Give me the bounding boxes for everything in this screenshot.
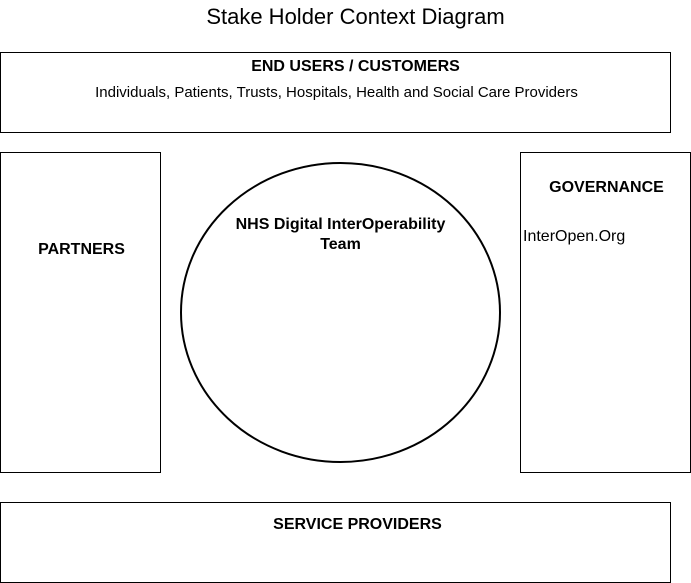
team-circle	[180, 162, 501, 463]
end-users-heading: END USERS / CUSTOMERS	[251, 58, 460, 75]
team-label-line1: NHS Digital InterOperability	[235, 216, 446, 233]
team-label: NHS Digital InterOperability Team	[200, 215, 481, 255]
governance-heading: GOVERNANCE	[549, 179, 664, 196]
end-users-members: Individuals, Patients, Trusts, Hospitals…	[95, 84, 578, 101]
end-users-box: END USERS / CUSTOMERS Individuals, Patie…	[0, 52, 671, 133]
diagram-title: Stake Holder Context Diagram	[206, 4, 505, 29]
service-providers-box: SERVICE PROVIDERS	[0, 502, 671, 583]
service-providers-heading: SERVICE PROVIDERS	[273, 516, 442, 533]
partners-box: PARTNERS	[0, 152, 161, 473]
team-ellipse	[180, 162, 501, 463]
governance-box: GOVERNANCE InterOpen.Org	[520, 152, 691, 473]
governance-member: InterOpen.Org	[523, 228, 626, 245]
partners-heading: PARTNERS	[38, 241, 125, 258]
team-label-line2: Team	[320, 236, 361, 253]
